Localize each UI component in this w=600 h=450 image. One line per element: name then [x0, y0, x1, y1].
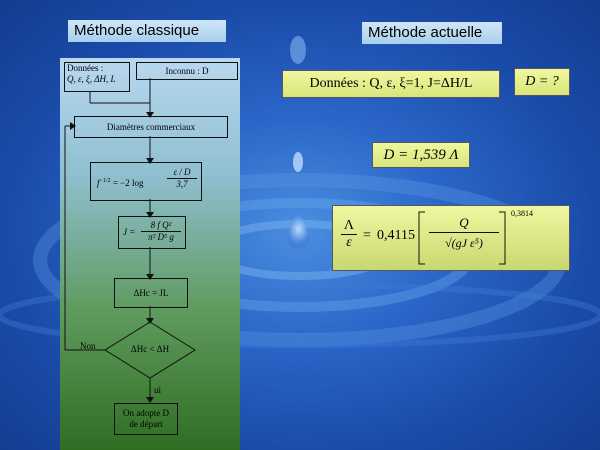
givens-label: Données :	[67, 63, 104, 73]
colebrook-lhs: f	[97, 178, 100, 188]
loss-label: ΔHc = JL	[133, 288, 169, 298]
decision-label: ΔHc < ΔH	[130, 344, 170, 354]
title-classic-method: Méthode classique	[68, 20, 226, 42]
no-label: Non	[80, 341, 96, 351]
head-loss-formula-box: J = 8 f Q² π² D⁵ g	[118, 216, 186, 249]
formula-lhs-bottom: ε	[346, 235, 352, 250]
result-box: D = 1,539 Λ	[372, 142, 470, 168]
givens-variables: Q, ε, ξ, ΔH, L	[67, 74, 116, 84]
yes-label: ui	[154, 385, 162, 395]
modern-unknown-box: D = ?	[514, 68, 570, 96]
colebrook-exponent: −1/2	[99, 178, 111, 184]
colebrook-numerator: ε / D	[167, 167, 197, 179]
decision-diamond	[104, 321, 196, 379]
result-formula: D = 1,539 Λ	[383, 147, 459, 163]
formula-coefficient: 0,4115	[377, 228, 415, 243]
colebrook-denominator: 3,7	[176, 179, 188, 189]
final-box: On adopte D de départ	[114, 403, 178, 435]
j-denominator: π² D⁵ g	[148, 232, 174, 242]
givens-box: Données : Q, ε, ξ, ΔH, L	[64, 62, 130, 92]
colebrook-eq: = −2 log	[112, 178, 144, 188]
diameters-label: Diamètres commerciaux	[106, 122, 196, 132]
modern-givens: Données : Q, ε, ξ=1, J=ΔH/L	[309, 76, 473, 91]
colebrook-box: f−1/2 = −2 log ε / D 3,7	[90, 162, 202, 201]
flowchart-arrows	[64, 78, 196, 403]
j-numerator: 8 f Q²	[141, 220, 181, 232]
j-lhs: J =	[123, 227, 136, 237]
formula-exponent: 0,3814	[511, 209, 533, 218]
title-current-method: Méthode actuelle	[362, 22, 502, 44]
diameters-box: Diamètres commerciaux	[74, 116, 228, 138]
formula-lhs-top: Λ	[341, 218, 357, 235]
formula-equals: =	[363, 228, 371, 243]
formula-numerator: Q	[429, 214, 499, 233]
loss-box: ΔHc = JL	[114, 278, 188, 308]
formula-brackets	[418, 211, 506, 265]
flowchart-panel: Données : Q, ε, ξ, ΔH, L Inconnu : D Dia…	[60, 58, 240, 450]
modern-unknown: D = ?	[525, 74, 559, 89]
final-line-2: de départ	[129, 419, 163, 429]
formula-box: Λ ε = 0,4115 Q √(gJ ε⁵) 0,3814	[332, 205, 570, 271]
unknown-label: Inconnu : D	[165, 66, 209, 76]
unknown-box: Inconnu : D	[136, 62, 238, 80]
final-line-1: On adopte D	[123, 408, 169, 418]
formula-denominator: √(gJ ε⁵)	[445, 236, 483, 250]
modern-givens-box: Données : Q, ε, ξ=1, J=ΔH/L	[282, 70, 500, 98]
